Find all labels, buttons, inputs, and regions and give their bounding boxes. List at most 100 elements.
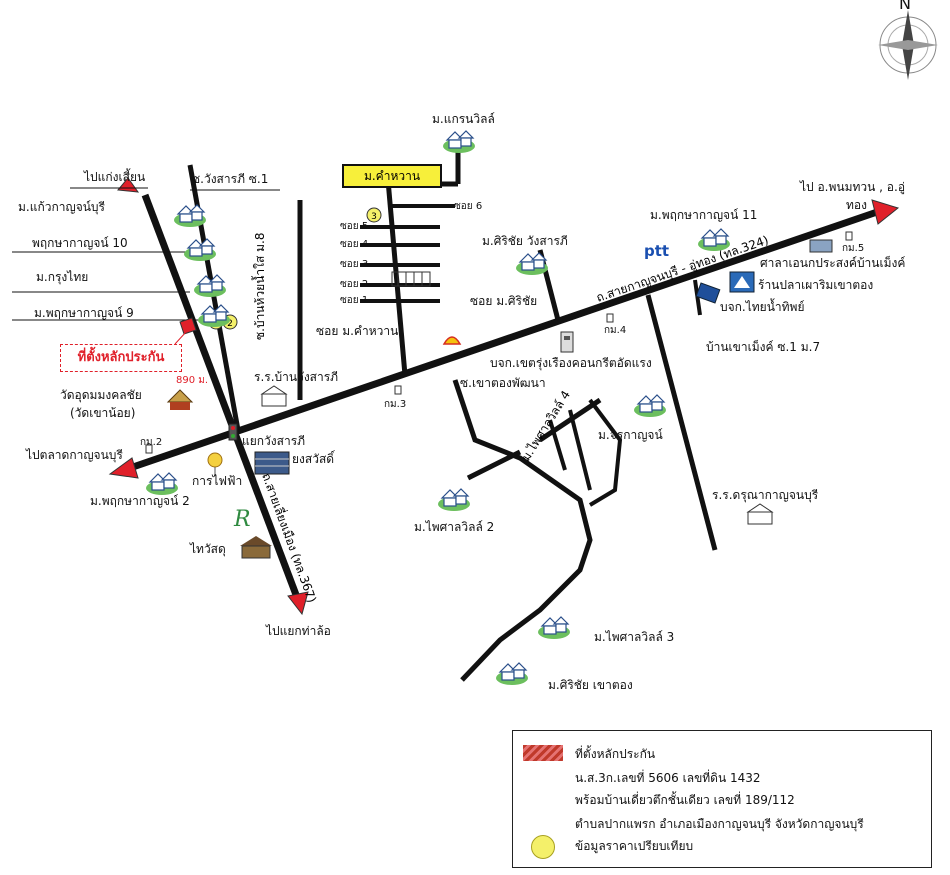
road-soi-sirichai: ซอย ม.ศิริชัย [470,294,538,308]
ptt-station-icon [642,246,676,262]
village-house-icon [437,488,471,512]
dest-yaek-tha-lo: ไปแยกท่าล้อ [266,624,331,638]
village-house-icon [442,130,476,154]
comparison-number-2: 2 [227,319,233,329]
village-pruksa-10: พฤกษากาญจน์ 10 [32,236,128,250]
ptt-logo: ptt [644,242,670,260]
store-building-icon [240,536,272,559]
hatched-area [391,271,431,287]
village-house-icon [145,472,179,496]
thai-watsadu-label: ไทวัสดุ [190,542,226,556]
dest-talat-kanchanaburi: ไปตลาดกาญจนบุรี [26,448,123,462]
comparison-number-3: 3 [371,212,377,222]
village-sirichai-wangsarap: ม.ศิริชัย วังสารภี [482,234,568,248]
soi-khaotong-road [452,379,593,682]
village-paisan-3: ม.ไพศาลวิลล์ 3 [594,630,675,644]
yaek-wangsarap-label: แยกวังสารภี [242,434,306,448]
road-soi-1: ซอย 1 [340,295,369,306]
yong-sawat-label: ยงสวัสดิ์ [292,452,335,466]
legend-deed-line: น.ส.3ก.เลขที่ 5606 เลขที่ดิน 1432 [575,771,761,785]
road-thai-nam-thip [693,279,702,316]
property-distance: 890 ม. [176,375,209,386]
road-khaotong-phatthana: ซ.เขาตองพัฒนา [460,376,546,390]
km-marker-icon [845,231,853,241]
dest-phanom-thuan: ไป อ.พนมทวน , อ.อู่ [800,180,906,194]
village-krungthai: ม.กรุงไทย [36,270,89,284]
km-marker-icon [145,444,153,454]
road-ban-khao-mueang: บ้านเขาเม็งค์ ซ.1 ม.7 [706,340,821,354]
arrow-east [871,199,900,225]
km-5-label: กม.5 [842,243,865,254]
village-chira-kan: ม.จิรกาญจน์ [598,428,663,442]
main-highway [128,207,882,472]
temple-icon [166,389,194,410]
school-wangsarap-label: ร.ร.บ้านวังสารภี [254,370,339,384]
road-ban-khao-mueang [645,294,718,551]
km-marker-icon [606,313,614,323]
legend-location-line: ตำบลปากแพรก อำเภอเมืองกาญจนบุรี จังหวัดก… [575,817,864,831]
property-swatch [523,745,563,761]
sala-center-label: ศาลาเอนกประสงค์บ้านเม็งค์ [760,256,906,270]
village-house-icon [537,616,571,640]
soi-paisan-4-road [538,397,602,443]
village-pruksa-11: ม.พฤกษากาญจน์ 11 [650,208,758,222]
svg-text:R: R [233,507,251,532]
village-house-icon [495,662,529,686]
arrow-south [287,591,309,616]
compass-icon [878,10,938,80]
village-kamwan-box: ม.คำหวาน [342,164,442,188]
road-soi-3: ซอย 3 [340,259,369,270]
km-2-label: กม.2 [140,437,163,448]
km-3-label: กม.3 [384,399,407,410]
road-soi-kamwan: ซอย ม.คำหวาน [316,324,399,338]
thai-nam-thip-icon [695,282,721,304]
traffic-light-icon [228,423,238,441]
concrete-company-label: บจก.เขตรุ่งเรืองคอนกรีตอัดแรง [490,356,652,370]
village-pruksa-2: ม.พฤกษากาญจน์ 2 [90,494,190,508]
electricity-icon [207,452,223,476]
legend-property-label: ที่ตั้งหลักประกัน [575,747,656,761]
north-letter: N [899,0,911,13]
village-paisan-2: ม.ไพศาลวิลล์ 2 [414,520,495,534]
wat-name-line1: วัดอุดมมงคลชัย [60,388,142,402]
legend-house-line: พร้อมบ้านเดี่ยวตึกชั้นเดียว เลขที่ 189/1… [575,793,795,807]
road-soi-2: ซอย 2 [340,279,369,290]
soi-paisan-c [588,398,623,507]
bypass-road [141,193,302,602]
electricity-label: การไฟฟ้า [192,474,243,488]
village-house-icon [633,394,667,418]
soi-paisan-branch [466,449,522,481]
village-house-icon [183,238,217,262]
km-4-label: กม.4 [604,325,627,336]
fish-shop-label: ร้านปลาเผาริมเขาตอง [758,278,874,292]
thai-watsadu-logo-icon: R [233,507,251,532]
soi-kamwan-road [385,179,408,376]
village-pruksa-9: ม.พฤกษากาญจน์ 9 [34,306,134,320]
fish-shop-logo-icon [729,271,755,293]
dest-kaeng-sian: ไปแก่งเสี้ยน [84,170,146,184]
wat-name-line2: (วัดเขาน้อย) [70,406,136,420]
school-icon [746,503,774,525]
dest-u-thong: ทอง [846,198,867,212]
road-soi-4: ซอย 4 [340,239,369,250]
road-soi-wangsarap-1: ซ.วังสารภี ซ.1 [192,172,269,186]
main-road-label: ถ.สายกาญจนบุรี - อู่ทอง (ทล.324) [594,233,770,306]
road-soi-5: ซอย 5 [340,221,369,232]
village-kaew-kanchanaburi: ม.แก้วกาญจน์บุรี [18,200,105,214]
property-marker [179,317,197,335]
village-sirichai-khaotong: ม.ศิริชัย เขาตอง [548,678,633,692]
village-house-icon [173,204,207,228]
arrow-west [108,457,139,479]
map-legend: ที่ตั้งหลักประกัน น.ส.3ก.เลขที่ 5606 เลข… [512,730,932,868]
km-marker-icon [394,385,402,395]
comparison-swatch [531,835,555,859]
comparison-dot-3 [366,207,382,223]
shell-station-icon [442,336,462,345]
sala-building-icon [809,239,833,253]
school-karuna-label: ร.ร.ดรุณากาญจนบุรี [712,488,819,502]
village-kraeng-villa: ม.แกรนวิลล์ [432,112,495,126]
soi-paisan-b [568,409,592,491]
property-location-label: ที่ตั้งหลักประกัน [60,344,182,372]
school-icon [260,385,288,407]
